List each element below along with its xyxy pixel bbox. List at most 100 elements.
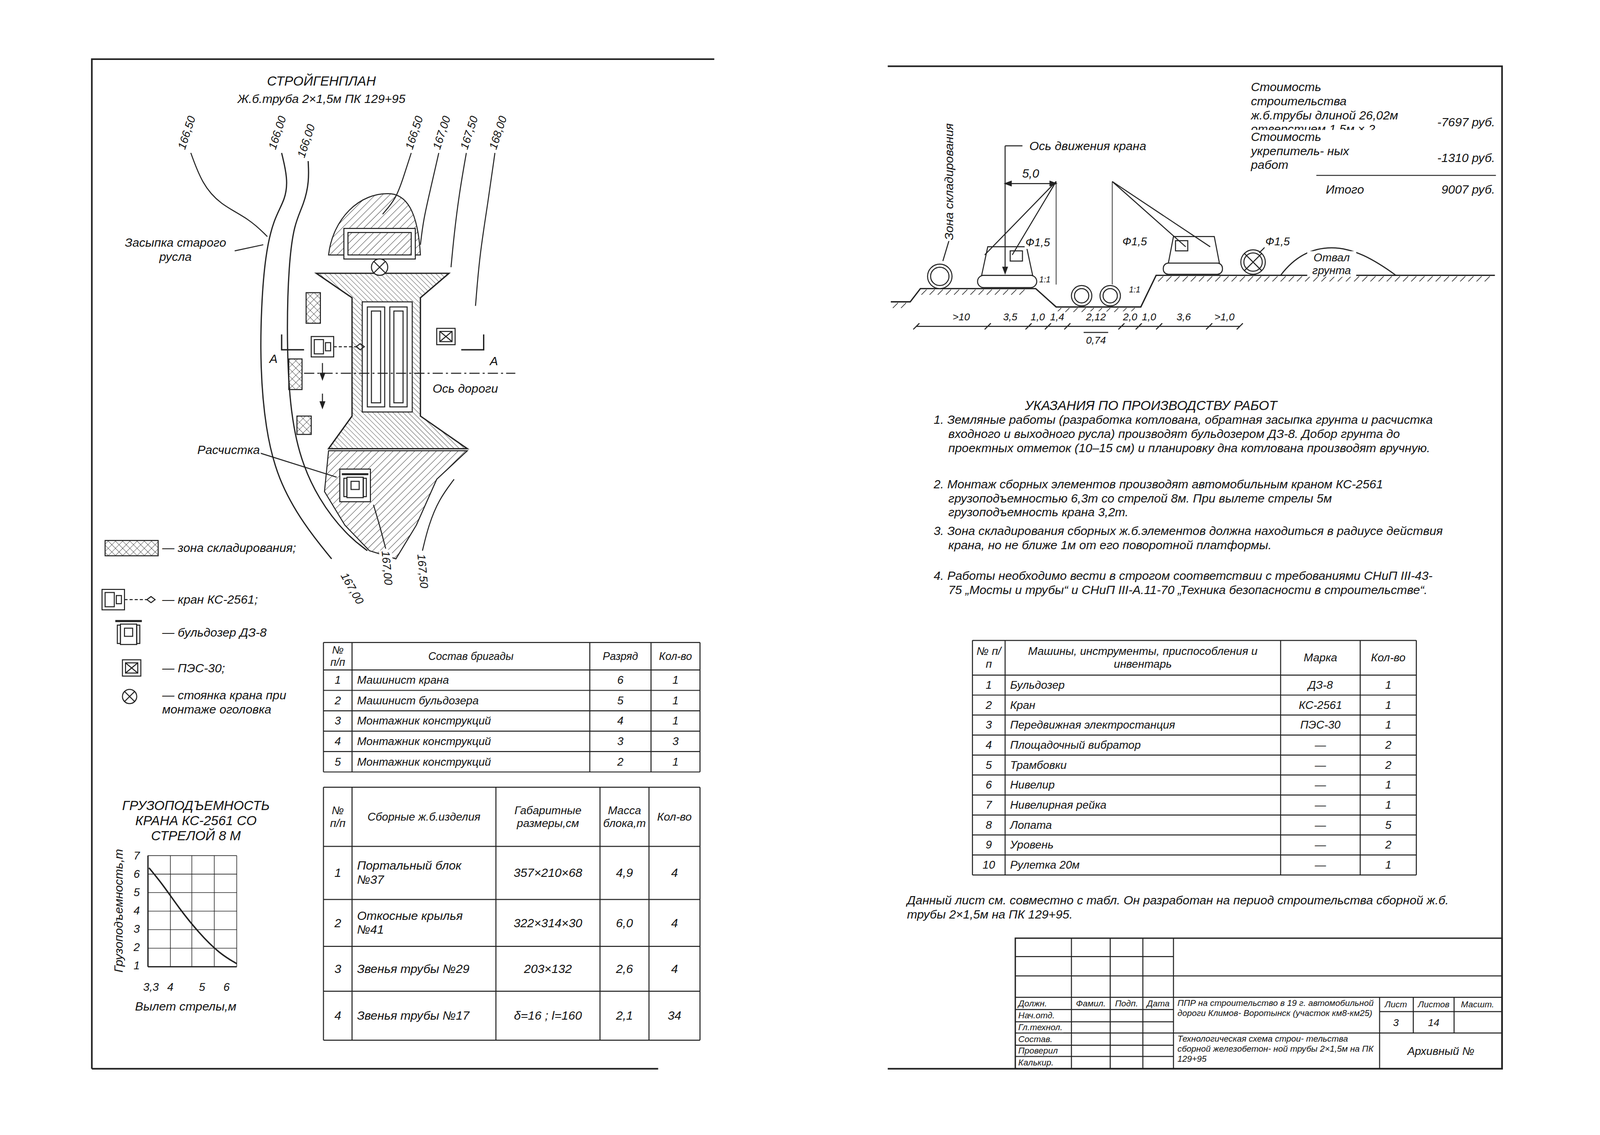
- table-cell: 2: [591, 755, 650, 769]
- ground-hatch: [1378, 276, 1384, 282]
- dimension-tick: [1236, 323, 1243, 330]
- dimension-tick: [1206, 323, 1213, 330]
- table-cell: 4: [325, 735, 351, 749]
- table-rule: [323, 689, 700, 691]
- table-cell: 8: [974, 818, 1004, 832]
- table-rule: [323, 1040, 700, 1042]
- axis-label: Ось движения крана: [1028, 138, 1147, 153]
- chart-title: ГРУЗОПОДЪЕМНОСТЬ КРАНА КС-2561 СО СТРЕЛО…: [119, 798, 273, 845]
- table-rule: [323, 991, 700, 993]
- table-header: Кол-во: [653, 650, 699, 663]
- table-cell: Звенья трубы №29: [356, 961, 493, 977]
- storage-zone: [306, 292, 321, 324]
- title-block-rule: [1142, 938, 1144, 1069]
- crane-stand-symbol: [371, 259, 388, 276]
- contour-line: [450, 152, 467, 268]
- leader-line: [943, 240, 950, 262]
- table-rule: [699, 642, 701, 773]
- ground-hatch: [1476, 276, 1482, 282]
- table-cell: ПЭС-30: [1282, 718, 1359, 732]
- table-rule: [351, 642, 353, 773]
- table-cell: 2: [1362, 759, 1415, 772]
- title-block-rule: [1015, 956, 1174, 958]
- arrow-head: [320, 373, 325, 380]
- tick-label: 2: [132, 941, 142, 955]
- tick-label: 3: [132, 922, 142, 936]
- table-cell: 1: [974, 678, 1004, 692]
- title-block-rule: [1173, 975, 1503, 977]
- pipe-barrel: [371, 311, 381, 404]
- table-cell: 1: [1362, 718, 1415, 732]
- contour-label: 166,50: [174, 113, 199, 152]
- table-header: Кол-во: [1362, 651, 1415, 665]
- table-cell: Нивелирная рейка: [1008, 798, 1277, 812]
- crane-boom: [124, 599, 147, 601]
- crane-symbol: [116, 595, 122, 604]
- section-line: [281, 334, 304, 350]
- dimension-label: >1,0: [1213, 311, 1236, 324]
- title-block-rule: [1379, 1011, 1503, 1013]
- ground-hatch: [1313, 276, 1319, 282]
- title-block: [1015, 938, 1503, 1069]
- crane-body: [1010, 250, 1023, 261]
- title-block-rule: [1015, 1056, 1174, 1058]
- legend-text: — стоянка крана при монтаже оголовка: [161, 688, 315, 717]
- cost-text: Итого: [1324, 182, 1366, 197]
- bulldozer-symbol: [363, 478, 367, 497]
- ground-hatch: [1386, 276, 1392, 282]
- section-heading: УКАЗАНИЯ ПО ПРОИЗВОДСТВУ РАБОТ: [1024, 398, 1279, 414]
- table-rule: [323, 710, 700, 712]
- chart-grid: [147, 855, 149, 967]
- headwall-block: [347, 232, 412, 255]
- table-cell: Монтажник конструкций: [356, 714, 586, 728]
- table-cell: —: [1282, 838, 1359, 852]
- table-rule: [323, 751, 700, 753]
- ground-hatch: [1190, 276, 1196, 282]
- title-block-rule: [1015, 1032, 1174, 1034]
- capacity-curve: [148, 867, 237, 964]
- ground-hatch: [921, 289, 927, 295]
- table-cell: Бульдозер: [1008, 678, 1277, 692]
- dimension-label: 0,74: [1084, 334, 1107, 347]
- table-rule: [323, 731, 700, 733]
- contour-label: 167,00: [430, 113, 454, 152]
- symbol-ground: [339, 469, 371, 502]
- title-block-label: Состав.: [1017, 1034, 1054, 1045]
- table-cell: 4,9: [602, 866, 647, 881]
- instruction-text: 2. Монтаж сборных элементов производят а…: [933, 477, 1445, 520]
- ground-hatch: [1207, 276, 1213, 282]
- axis-title: Грузоподъемность,т: [111, 848, 126, 974]
- legend-text: — кран КС-2561;: [161, 592, 259, 608]
- ground-hatch: [1484, 276, 1490, 282]
- table-rule: [323, 846, 700, 847]
- diameter-label: Ф1,5: [1121, 235, 1149, 249]
- bulldozer-symbol: [343, 478, 348, 497]
- chart-grid: [147, 948, 237, 949]
- table-cell: Машинист крана: [356, 673, 586, 687]
- contour-label: 166,50: [402, 113, 426, 152]
- table-cell: 4: [974, 738, 1004, 752]
- table-cell: 6: [591, 673, 650, 687]
- ground-hatch: [1114, 308, 1119, 313]
- table-header: № п/п: [974, 645, 1004, 671]
- dimension-label: 5,0: [1021, 166, 1041, 181]
- pipe-section: [1243, 253, 1263, 272]
- generator-symbol: [439, 331, 453, 342]
- table-cell: Откосные крылья №41: [356, 909, 493, 938]
- table-cell: 1: [653, 694, 699, 708]
- table-cell: 4: [650, 866, 699, 881]
- cost-value: -1310 руб.: [1436, 151, 1497, 166]
- ground-hatch: [962, 289, 968, 295]
- archive-label: Архивный №: [1406, 1045, 1476, 1058]
- tick-label: 6: [222, 981, 231, 994]
- bulldozer-symbol: [136, 625, 141, 644]
- generator-symbol: [436, 328, 456, 345]
- axis-label: Ось дороги: [431, 381, 499, 396]
- tick-label: 6: [132, 867, 142, 881]
- ground-hatch: [1370, 276, 1376, 282]
- title-block-label: Масшт.: [1459, 999, 1495, 1010]
- area-label: Засыпка старого русла: [119, 235, 232, 264]
- dimension-label: 2,12: [1084, 311, 1107, 324]
- cost-text: Стоимость строительства ж.б.трубы длиной…: [1250, 80, 1406, 137]
- title-block-label: Проверил: [1017, 1046, 1059, 1057]
